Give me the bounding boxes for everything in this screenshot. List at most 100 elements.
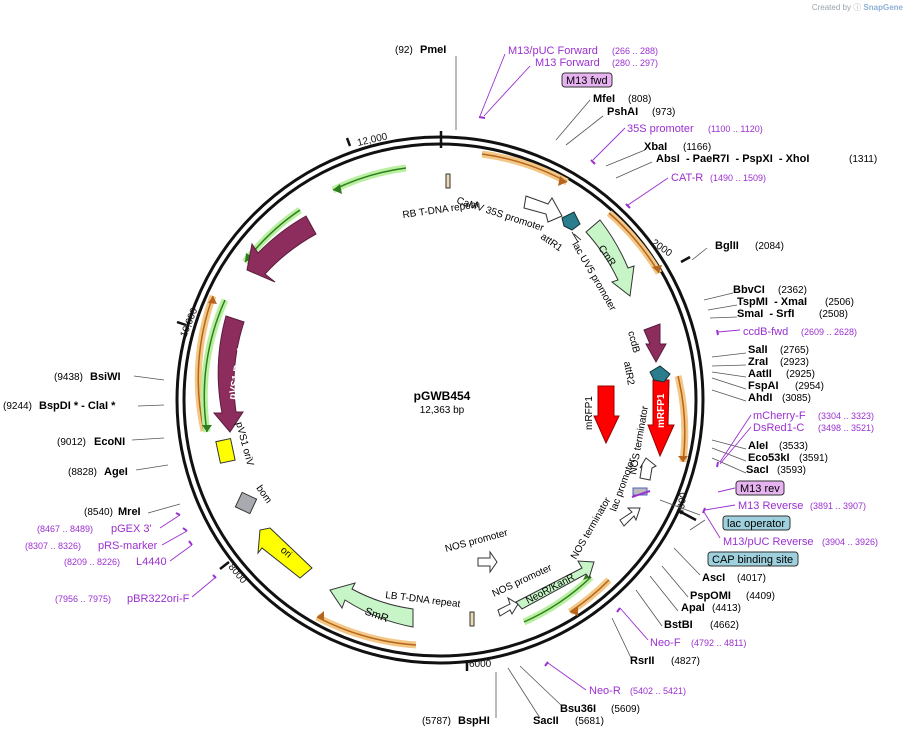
primer-name: pBR322ori-F xyxy=(127,593,190,605)
primer-range: (266 .. 288) xyxy=(612,46,658,56)
site-pos: (3591) xyxy=(799,453,828,464)
primer-name: pGEX 3' xyxy=(111,523,152,535)
lac-operator-text: lac operator xyxy=(727,518,785,530)
site-pos: (5681) xyxy=(575,716,604,727)
lac-uv5-element xyxy=(571,231,582,243)
bom-box xyxy=(234,491,258,515)
site-name: BsiWI xyxy=(90,371,121,383)
site-pos: (973) xyxy=(652,107,675,118)
primer-ticks xyxy=(175,116,719,667)
nos-terminator-arrow-1 xyxy=(639,457,657,481)
site-pos: (2084) xyxy=(755,241,784,252)
site-pos: (4662) xyxy=(710,620,739,631)
primer-range: (3904 .. 3926) xyxy=(822,537,878,547)
pvs1-staa-arrow xyxy=(246,215,317,283)
lac-promoter-element xyxy=(631,487,651,498)
primer-name: ccdB-fwd xyxy=(743,326,788,338)
orange-arrowheads xyxy=(208,176,688,621)
primer-labels: M13/pUC Forward (266 .. 288) M13 Forward… xyxy=(25,45,878,697)
tick-label: 6000 xyxy=(469,659,492,670)
rb-tdna-marker xyxy=(445,173,451,189)
credit-prefix: Created by xyxy=(811,3,851,12)
primer-range: (3498 .. 3521) xyxy=(818,423,874,433)
site-pos: (92) xyxy=(395,45,413,56)
bom-label: bom xyxy=(254,483,274,505)
primer-range: (2609 .. 2628) xyxy=(801,327,857,337)
primer-range: (7956 .. 7975) xyxy=(55,594,111,604)
primer-range: (5402 .. 5421) xyxy=(630,686,686,696)
site-name: AatII xyxy=(748,368,772,380)
primer-range: (8209 .. 8226) xyxy=(64,557,120,567)
site-name: AbsI - PaeR7I - PspXI - XhoI xyxy=(656,153,809,165)
site-name: PspOMI xyxy=(690,590,731,602)
nos-terminator-arrow-2 xyxy=(619,507,641,527)
m13-fwd-text: M13 fwd xyxy=(566,75,608,87)
site-pos: (9244) xyxy=(3,401,32,412)
site-name: FspAI xyxy=(748,380,779,392)
attr2-label: attR2 xyxy=(621,361,636,387)
site-name: SmaI - SrfI xyxy=(737,308,794,320)
primer-range: (1100 .. 1120) xyxy=(708,124,763,134)
primer-name: DsRed1-C xyxy=(753,422,804,434)
primer-name: M13 Reverse xyxy=(738,500,803,512)
box-labels: M13 fwd M13 rev lac operator CAP binding… xyxy=(561,72,799,567)
nos-terminator-label-2: NOS terminator xyxy=(569,495,614,561)
smr-arrow xyxy=(329,582,414,628)
primer-name: mCherry-F xyxy=(753,410,806,422)
cap-binding-text: CAP binding site xyxy=(712,554,793,566)
site-name: EcoNI xyxy=(94,436,125,448)
ccdb-label: ccdB xyxy=(625,330,641,355)
site-name: AleI xyxy=(748,440,768,452)
site-name: MreI xyxy=(118,506,141,518)
green-arcs xyxy=(200,164,594,626)
m13-rev-text: M13 rev xyxy=(740,483,780,495)
site-name: AgeI xyxy=(104,466,128,478)
site-pos: (2923) xyxy=(780,357,809,368)
site-name: AhdI xyxy=(748,392,772,404)
site-name: BbvCI xyxy=(733,284,765,296)
primer-name: pRS-marker xyxy=(98,540,158,552)
pvs1-oriv-label: pVS1 oriV xyxy=(233,421,255,468)
primer-name: Neo-R xyxy=(589,685,621,697)
site-name: SalI xyxy=(748,344,768,356)
site-pos: (3593) xyxy=(777,465,806,476)
site-name: ApaI xyxy=(681,602,705,614)
primer-range: (3304 .. 3323) xyxy=(818,411,874,421)
site-pos: (808) xyxy=(628,94,651,105)
credit-brand: SnapGene xyxy=(863,3,903,12)
m13-rev-box xyxy=(735,480,785,496)
primer-connectors xyxy=(159,53,752,691)
neor-kanr-arrow xyxy=(515,560,595,610)
ori-label: ori xyxy=(278,545,294,561)
site-pos: (9438) xyxy=(54,372,83,383)
lb-tdna-marker xyxy=(469,611,475,627)
plasmid-name: pGWB454 xyxy=(414,389,471,403)
green-arc-top xyxy=(331,164,407,194)
tick-marks xyxy=(176,131,697,671)
site-name: BspHI xyxy=(458,715,490,727)
site-pos: (2508) xyxy=(819,309,848,320)
site-pos: (2954) xyxy=(795,381,824,392)
site-pos: (2362) xyxy=(778,285,807,296)
primer-range: (8307 .. 8326) xyxy=(25,541,81,551)
snapgene-credit: Created by ⓘ SnapGene xyxy=(812,2,903,13)
primer-range: (280 .. 297) xyxy=(612,58,658,68)
site-name: MfeI xyxy=(593,93,615,105)
site-connectors xyxy=(131,56,747,719)
nos-promoter-arrow-2 xyxy=(497,596,519,617)
site-name: BstBI xyxy=(664,619,693,631)
site-pos: (2925) xyxy=(786,369,815,380)
pvs1-oriv-box xyxy=(215,437,236,464)
site-pos: (4413) xyxy=(712,603,741,614)
primer-range: (1490 .. 1509) xyxy=(710,173,766,183)
mrfp1-arrow-inner xyxy=(647,379,675,458)
primer-name: L4440 xyxy=(136,556,167,568)
site-name: RsrII xyxy=(630,655,654,667)
attr2-marker xyxy=(649,365,671,383)
site-labels: (92) PmeI MfeI (808) PshAI (973) XbaI (1… xyxy=(3,44,877,727)
site-pos: (4017) xyxy=(737,573,766,584)
site-pos: (1166) xyxy=(683,142,711,153)
primer-name: Neo-F xyxy=(650,637,681,649)
site-name: PshAI xyxy=(607,106,638,118)
